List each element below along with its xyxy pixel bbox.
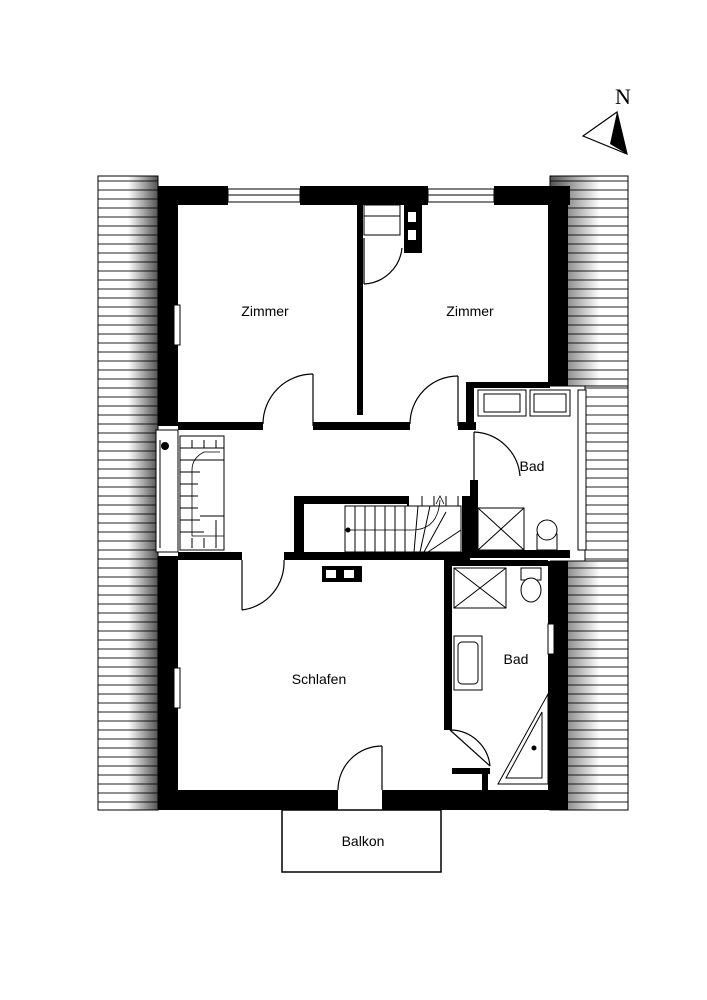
room-label-bad-upper: Bad (520, 458, 545, 474)
room-label-bad-lower: Bad (504, 651, 529, 667)
north-arrow: N (581, 84, 631, 155)
balcony-outline (281, 809, 442, 873)
doors (241, 238, 521, 791)
interior-walls (178, 205, 570, 790)
room-label-zimmer-west: Zimmer (241, 303, 289, 319)
room-label-schlafen: Schlafen (292, 671, 346, 687)
roof-left (97, 175, 159, 811)
bad-upper-fixtures (477, 389, 587, 551)
outer-walls (158, 186, 570, 810)
windows-side (173, 304, 555, 709)
north-label: N (615, 84, 631, 109)
closet (363, 204, 422, 253)
roof-right-middle (584, 385, 629, 562)
bad-lower-fixtures (453, 567, 549, 785)
staircase-left (155, 429, 225, 553)
room-label-zimmer-east: Zimmer (446, 303, 494, 319)
room-label-balkon: Balkon (342, 833, 385, 849)
staircase-center (344, 495, 462, 553)
windows-top (227, 188, 495, 203)
